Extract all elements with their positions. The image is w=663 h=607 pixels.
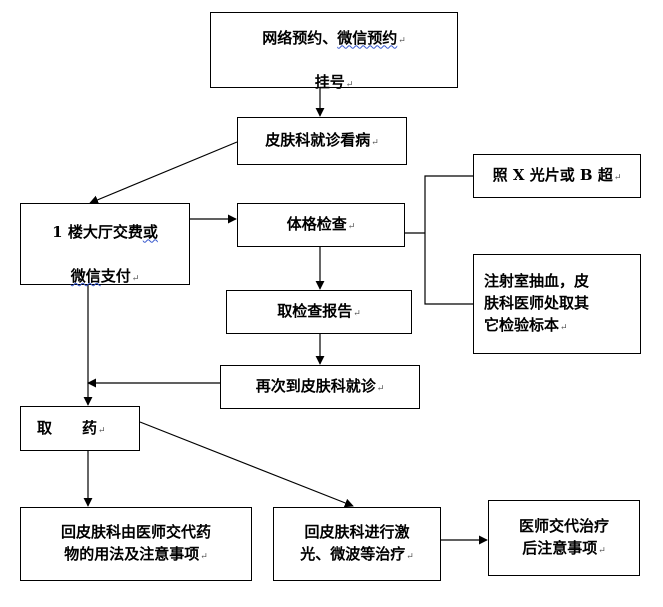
node-exam: 体格检查↵ bbox=[237, 203, 405, 247]
instruct-label: 回皮肤科由医师交代药 物的用法及注意事项 bbox=[60, 523, 211, 563]
revisit-label: 再次到皮肤科就诊 bbox=[255, 377, 376, 396]
node-medicine: 取 药↵ bbox=[20, 406, 140, 451]
visit-label: 皮肤科就诊看病 bbox=[265, 131, 371, 150]
node-instruct: 回皮肤科由医师交代药 物的用法及注意事项↵ bbox=[20, 507, 252, 581]
register-line1-b: 微信预约 bbox=[337, 29, 398, 48]
xray-label: 照 X 光片或 B 超 bbox=[492, 166, 613, 185]
report-label: 取检查报告 bbox=[277, 302, 353, 321]
paragraph-mark: ↵ bbox=[371, 138, 379, 149]
pay-line2-b: 支付 bbox=[100, 266, 131, 285]
paragraph-mark: ↵ bbox=[398, 36, 406, 47]
pay-line1-b: 或 bbox=[142, 223, 158, 242]
node-blood: 注射室抽血，皮 肤科医师处取其 它检验标本↵ bbox=[473, 254, 641, 354]
paragraph-mark: ↵ bbox=[345, 79, 354, 90]
arrow-medicine-to-laser bbox=[139, 421, 354, 508]
pay-line2-a: 微信 bbox=[70, 266, 101, 285]
paragraph-mark: ↵ bbox=[200, 552, 208, 562]
paragraph-mark: ↵ bbox=[353, 309, 361, 320]
node-aftercare: 医师交代治疗 后注意事项↵ bbox=[488, 500, 640, 576]
paragraph-mark: ↵ bbox=[131, 273, 140, 284]
paragraph-mark: ↵ bbox=[598, 546, 606, 556]
node-visit: 皮肤科就诊看病↵ bbox=[237, 117, 407, 165]
paragraph-mark: ↵ bbox=[98, 425, 106, 436]
node-register: 网络预约、微信预约↵ 挂号↵ bbox=[210, 12, 458, 91]
node-xray: 照 X 光片或 B 超↵ bbox=[473, 154, 641, 198]
exam-label: 体格检查 bbox=[286, 215, 347, 234]
blood-label: 注射室抽血，皮 肤科医师处取其 它检验标本 bbox=[484, 272, 590, 334]
node-pay: 1 楼大厅交费或 微信支付↵ bbox=[20, 203, 190, 285]
paragraph-mark: ↵ bbox=[347, 222, 356, 233]
node-laser: 回皮肤科进行激 光、微波等治疗↵ bbox=[273, 507, 441, 581]
pay-line1-a: 1 楼大厅交费 bbox=[52, 223, 143, 242]
paragraph-mark: ↵ bbox=[406, 552, 414, 562]
register-line2: 挂号 bbox=[314, 72, 345, 91]
aftercare-label: 医师交代治疗 后注意事项 bbox=[518, 517, 609, 557]
paragraph-mark: ↵ bbox=[376, 384, 385, 395]
node-report: 取检查报告↵ bbox=[226, 290, 412, 334]
arrow-visit-to-pay bbox=[89, 141, 238, 205]
medicine-label: 取 药 bbox=[37, 418, 98, 437]
bracket-exam-to-tests bbox=[424, 175, 473, 305]
node-revisit: 再次到皮肤科就诊↵ bbox=[220, 365, 420, 409]
register-line1-a: 网络预约、 bbox=[262, 29, 338, 48]
laser-label: 回皮肤科进行激 光、微波等治疗 bbox=[300, 523, 410, 563]
paragraph-mark: ↵ bbox=[560, 322, 568, 333]
paragraph-mark: ↵ bbox=[613, 173, 622, 184]
